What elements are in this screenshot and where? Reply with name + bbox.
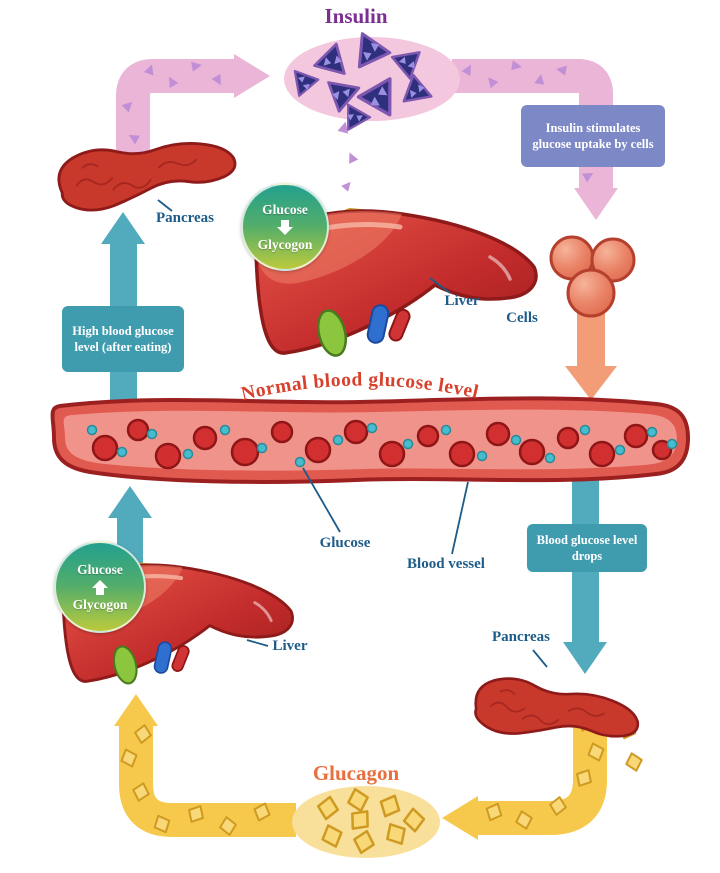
glucose-dots	[86, 422, 678, 468]
left-arrowhead-icon	[442, 796, 478, 840]
up-arrow-icon	[92, 579, 108, 595]
blood-vessel-label: Blood vessel	[407, 556, 485, 572]
glucose-label: Glucose	[319, 535, 371, 551]
pancreas-top-pointer-line	[157, 199, 173, 212]
up-arrowhead-icon	[101, 212, 145, 244]
down-arrowhead-icon	[565, 366, 617, 400]
pointer-lines	[157, 199, 548, 668]
cells-label: Cells	[506, 310, 538, 326]
badge-top-glucose-label: Glucose	[262, 201, 308, 217]
insulin-title: Insulin	[324, 4, 388, 28]
blood-vessel-pointer-line	[451, 481, 469, 555]
down-arrowhead-icon	[574, 188, 618, 220]
red-blood-cells	[91, 418, 673, 470]
pancreas-illustration-bottom	[469, 671, 644, 757]
up-arrowhead-icon	[108, 486, 152, 518]
badge-bottom-glucose-label: Glucose	[77, 561, 123, 577]
liver-top-label: Liver	[444, 293, 480, 309]
glycogen-to-glucose-badge: Glucose Glycogon	[54, 541, 146, 633]
glucose-to-glycogen-badge: Glucose Glycogon	[241, 183, 329, 271]
insulin-arrow-to-cells	[452, 59, 613, 190]
blood-vessel-illustration	[50, 396, 690, 484]
glucagon-arrow-to-liver	[119, 724, 296, 837]
up-arrowhead-icon	[114, 694, 158, 726]
liver-bottom-pointer-line	[246, 639, 269, 647]
badge-top-glycogon-label: Glycogon	[257, 236, 313, 252]
insulin-arrow-from-pancreas	[116, 59, 234, 170]
glucose-drops-callout: Blood glucose level drops	[527, 524, 647, 572]
high-blood-glucose-callout: High blood glucose level (after eating)	[62, 306, 184, 372]
glucose-pointer-line	[302, 467, 341, 533]
glucose-uptake-arrow	[565, 310, 617, 400]
glucagon-pathways	[114, 694, 646, 840]
insulin-pathways	[116, 54, 618, 220]
pancreas-bottom-pointer-line	[532, 649, 548, 668]
down-arrow-icon	[277, 219, 293, 235]
right-arrowhead-icon	[234, 54, 270, 98]
insulin-stimulates-callout: Insulin stimulates glucose uptake by cel…	[521, 105, 665, 167]
insulin-molecules	[284, 25, 460, 138]
glucagon-molecules	[292, 785, 440, 858]
pancreas-bottom-label: Pancreas	[491, 629, 551, 645]
badge-bottom-glycogon-label: Glycogon	[72, 596, 128, 612]
cells-illustration	[549, 235, 636, 318]
down-arrowhead-icon	[563, 642, 607, 674]
glucagon-title: Glucagon	[312, 761, 400, 785]
liver-bottom-label: Liver	[272, 638, 308, 654]
pancreas-top-label: Pancreas	[155, 210, 215, 226]
liver-top-pointer-line	[429, 277, 451, 294]
